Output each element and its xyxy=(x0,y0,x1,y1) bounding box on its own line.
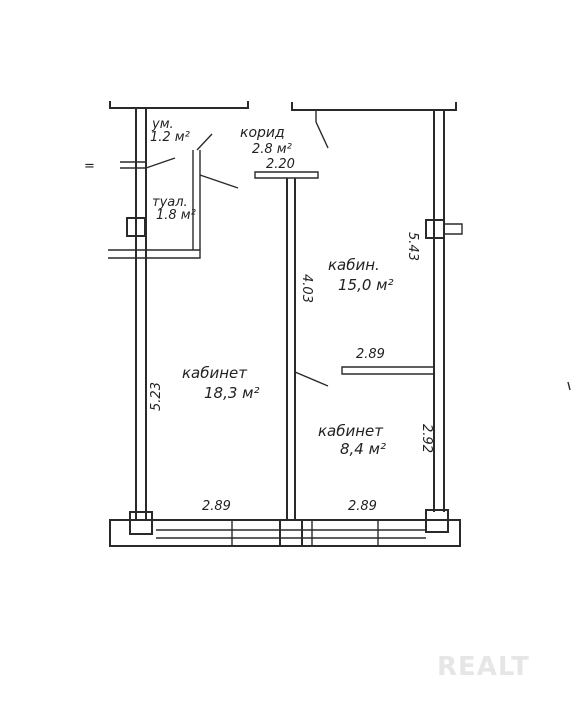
right-partition xyxy=(341,366,435,375)
bottom-wall-inner xyxy=(156,529,426,539)
column-bottom-right xyxy=(425,509,449,533)
storage-area: 1.2 м² xyxy=(150,130,190,145)
bottom-right-dimension: 2.89 xyxy=(348,499,377,514)
storage-partition xyxy=(120,161,147,169)
storage-name: ум. xyxy=(152,117,174,132)
cabinet-lower-right-name: кабинет xyxy=(318,422,384,440)
middle-wall-dimension: 4.03 xyxy=(298,274,314,303)
watermark: REALT xyxy=(437,652,530,682)
cabinet-left-area: 18,3 м² xyxy=(204,384,260,402)
door-swing-top xyxy=(315,110,329,149)
corridor-partition xyxy=(254,171,319,179)
column-right xyxy=(425,219,445,239)
corridor-name: корид xyxy=(240,125,285,141)
side-mark: = xyxy=(84,159,95,174)
cabinet-left-name: кабинет xyxy=(182,364,248,382)
cabinet-lower-right-area: 8,4 м² xyxy=(340,440,386,458)
cabinet-upper-right-name: кабин. xyxy=(328,256,380,274)
column-bottom-mid xyxy=(279,519,303,547)
window-marks xyxy=(231,520,379,546)
toilet-name: туал. xyxy=(152,195,188,210)
left-wall-dimension: 5.23 xyxy=(148,382,164,411)
door-swing-toilet xyxy=(199,174,239,189)
toilet-right-wall xyxy=(192,150,201,250)
door-swing-middle xyxy=(294,371,329,387)
right-partition-dimension: 2.89 xyxy=(356,347,385,362)
right-lower-wall-dimension: 2.92 xyxy=(418,424,434,453)
corridor-area: 2.8 м² xyxy=(252,142,292,157)
door-swing-corridor xyxy=(196,133,213,151)
toilet-area: 1.8 м² xyxy=(156,208,196,223)
top-wall-right xyxy=(291,102,457,111)
bottom-left-dimension: 2.89 xyxy=(202,499,231,514)
right-upper-wall-dimension: 5.43 xyxy=(404,232,420,261)
right-edge-tick xyxy=(567,381,571,391)
column-left xyxy=(126,217,146,237)
toilet-partition xyxy=(108,249,201,259)
corridor-width: 2.20 xyxy=(266,157,295,172)
right-stub xyxy=(444,223,463,235)
top-wall-left xyxy=(109,101,249,109)
column-bottom-left xyxy=(129,511,153,535)
bottom-wall xyxy=(109,519,461,547)
door-swing-storage xyxy=(145,157,176,169)
cabinet-upper-right-area: 15,0 м² xyxy=(338,276,394,294)
